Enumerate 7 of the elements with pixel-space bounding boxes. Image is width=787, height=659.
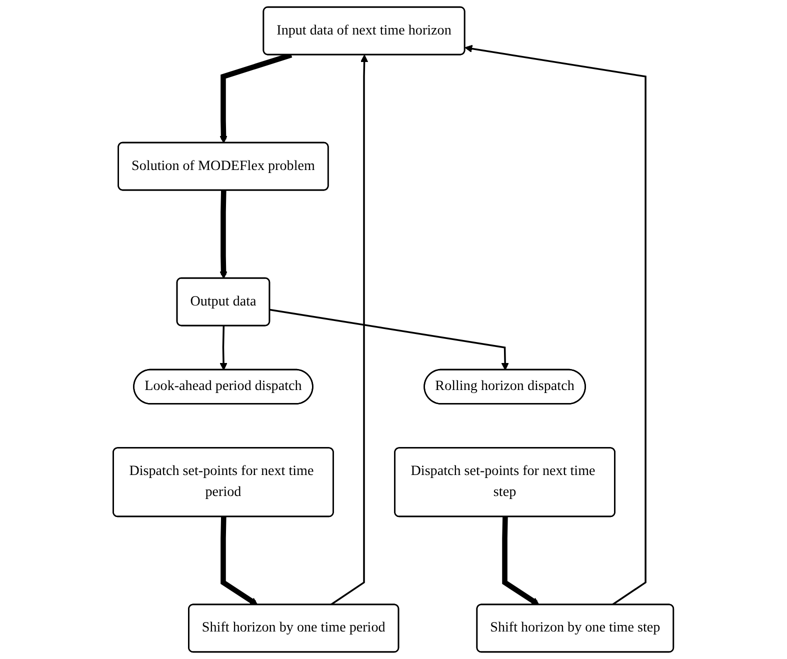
arrow — [502, 516, 540, 606]
arrow — [220, 326, 228, 370]
arrow — [270, 308, 510, 370]
arrow — [330, 54, 368, 606]
arrow — [220, 516, 258, 606]
arrow — [464, 44, 647, 606]
arrow — [220, 190, 228, 279]
